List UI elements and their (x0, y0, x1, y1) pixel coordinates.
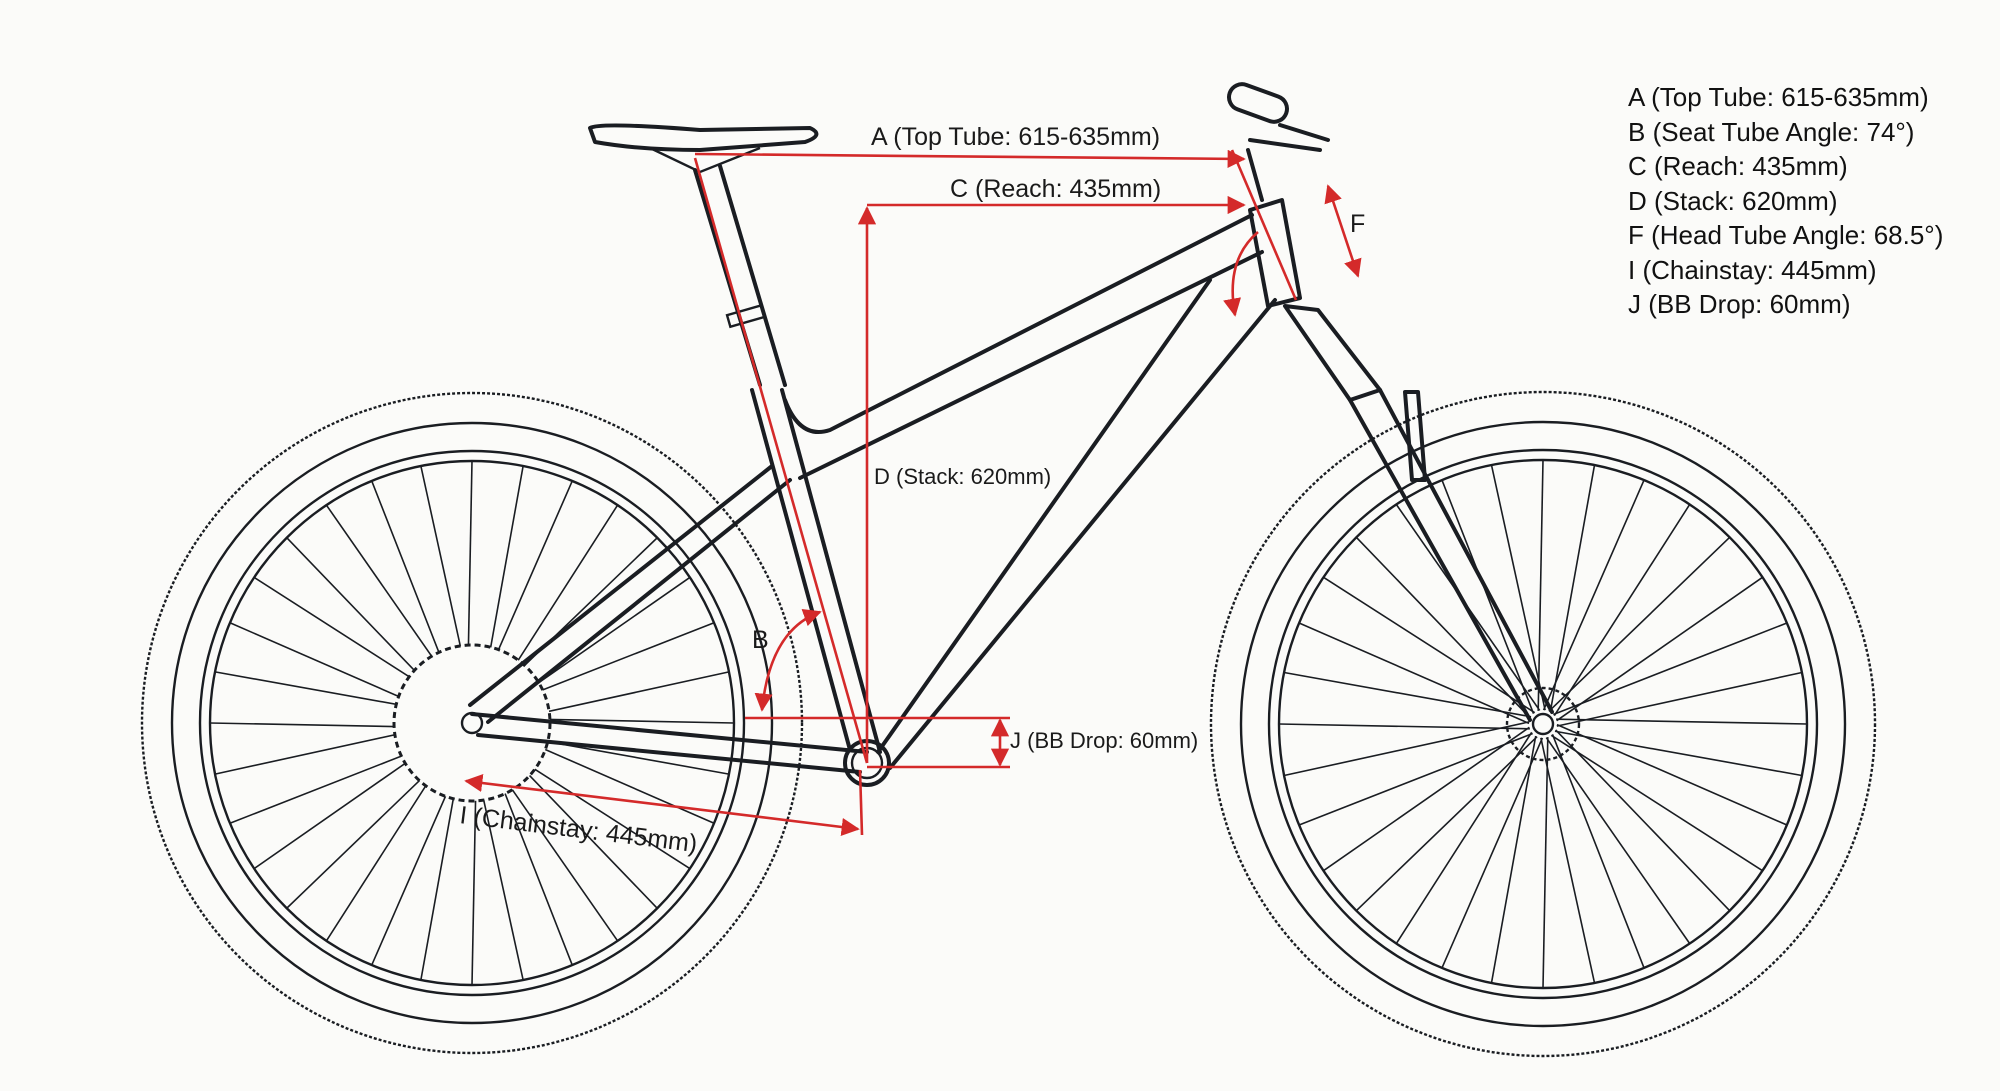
spoke (1323, 726, 1530, 872)
head-tube-axis (1230, 149, 1298, 301)
spoke (1298, 622, 1530, 725)
spoke (1278, 723, 1530, 730)
head-angle-arc (1223, 231, 1259, 317)
spoke (1540, 737, 1596, 984)
seat-angle-label: B (752, 626, 769, 654)
spoke (1556, 718, 1808, 725)
front-wheel (1209, 390, 1877, 1058)
geometry-legend: A (Top Tube: 615-635mm) B (Seat Tube Ang… (1628, 80, 1943, 322)
front-axle (1531, 712, 1555, 736)
spoke (1490, 735, 1537, 984)
reach-label: C (Reach: 435mm) (950, 175, 1161, 203)
spoke (1542, 479, 1645, 711)
fork-arch (1403, 390, 1427, 482)
spoke (1551, 734, 1645, 969)
seat-angle-arc (754, 608, 822, 712)
rear-rim (198, 449, 746, 997)
head-angle-label: F (1350, 210, 1365, 238)
legend-item-bb-drop: J (BB Drop: 60mm) (1628, 289, 1851, 319)
front-tire-outer (1209, 390, 1877, 1058)
spoke (1355, 736, 1538, 912)
saddle (588, 123, 819, 152)
spoke (1283, 671, 1532, 718)
seat-tube-axis (693, 157, 869, 764)
stem (1246, 138, 1322, 202)
legend-item-top-tube: A (Top Tube: 615-635mm) (1628, 82, 1929, 112)
spoke (1553, 504, 1691, 717)
cockpit (1227, 82, 1330, 202)
spoke (1548, 536, 1731, 712)
rear-tire-inner (170, 421, 774, 1025)
spoke (1549, 464, 1596, 713)
fork-legs (1348, 388, 1554, 722)
seat-assembly (588, 123, 819, 387)
rear-wheel (140, 391, 804, 1055)
legend-item-chainstay: I (Chainstay: 445mm) (1628, 254, 1877, 285)
stack-label: D (Stack: 620mm) (874, 464, 1051, 489)
seat-stay (468, 464, 792, 724)
spoke (1555, 729, 1731, 912)
brake-rotor (1505, 686, 1581, 762)
legend-item-stack: D (Stack: 620mm) (1628, 185, 1838, 216)
chainstay-dimension (464, 773, 860, 837)
spoke (1441, 479, 1535, 714)
handlebar-grip (1227, 82, 1289, 124)
seatpost-collar (725, 303, 767, 329)
legend-item-head-angle: F (Head Tube Angle: 68.5°) (1628, 220, 1944, 250)
spoke (1542, 737, 1549, 989)
spoke (1441, 737, 1544, 969)
spoke (1554, 730, 1803, 777)
bb-drop-label: J (BB Drop: 60mm) (1010, 728, 1198, 753)
spoke (1537, 459, 1544, 711)
seat-tube (750, 388, 882, 754)
front-spokes (1278, 459, 1808, 989)
spoke (1545, 737, 1691, 944)
chainstay (470, 712, 869, 774)
head-tube (1248, 198, 1302, 308)
head-angle-dimension (1324, 184, 1362, 278)
brake-lever (1278, 123, 1330, 142)
fork (1283, 304, 1554, 722)
spoke (1550, 734, 1763, 872)
top-tube (783, 213, 1264, 480)
cassette (392, 643, 552, 803)
spoke (1556, 671, 1803, 727)
rear-tire-outer (140, 391, 804, 1055)
legend-item-seat-angle: B (Seat Tube Angle: 74°) (1628, 116, 1915, 147)
down-tube (876, 278, 1277, 770)
top-tube-dimension (694, 149, 1246, 168)
spoke (1395, 731, 1533, 944)
legend-item-reach: C (Reach: 435mm) (1628, 151, 1848, 181)
spoke (1355, 536, 1531, 719)
front-rim (1267, 448, 1819, 1000)
top-tube-label: A (Top Tube: 615-635mm) (871, 123, 1160, 151)
spoke (1298, 732, 1533, 826)
spoke (1283, 721, 1530, 777)
spoke (1556, 576, 1763, 722)
chainstay-end-line (858, 769, 864, 836)
frame (468, 198, 1302, 787)
seatpost (693, 164, 787, 387)
front-tire-inner (1239, 420, 1847, 1028)
spoke (1556, 723, 1788, 826)
fork-crown (1283, 304, 1382, 402)
spoke (1553, 622, 1788, 716)
spoke (1490, 464, 1546, 711)
spoke (1323, 576, 1536, 714)
